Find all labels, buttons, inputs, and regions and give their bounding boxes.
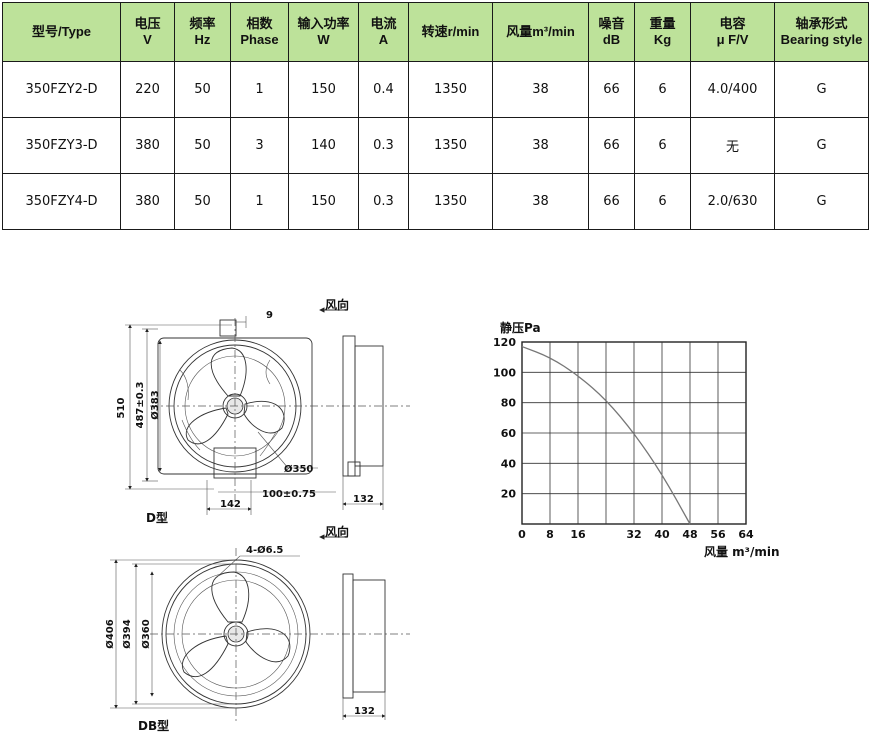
dim-406: Ø406	[104, 619, 116, 648]
chart-y-tick-label: 20	[501, 488, 517, 501]
header-input-power: 输入功率 W	[288, 2, 359, 62]
technical-drawings: 510 487±0.3 Ø383 9 Ø350 100±0.75 142 D型 …	[104, 297, 779, 733]
header-weight: 重量 Kg	[634, 2, 691, 62]
cell-current: 0.3	[358, 173, 409, 230]
cell-type: 350FZY4-D	[2, 173, 121, 230]
cell-phase: 3	[230, 117, 289, 174]
header-frequency: 频率 Hz	[174, 2, 231, 62]
cell-capacitor: 2.0/630	[690, 173, 775, 230]
dim-360: Ø360	[140, 619, 152, 648]
cell-input-power: 140	[288, 117, 359, 174]
d-type-dimensions: 510 487±0.3 Ø383 9 Ø350 100±0.75 142 D型	[116, 310, 336, 525]
cell-weight: 6	[634, 61, 691, 118]
cell-bearing: G	[774, 117, 869, 174]
dim-142: 142	[220, 499, 241, 510]
cell-type: 350FZY3-D	[2, 117, 121, 174]
cell-weight: 6	[634, 173, 691, 230]
chart-x-tick-label: 32	[626, 528, 641, 541]
header-current: 电流 A	[358, 2, 409, 62]
d-airflow-label: 风向	[325, 297, 349, 312]
dim-383: Ø383	[149, 390, 161, 419]
cell-bearing: G	[774, 173, 869, 230]
cell-voltage: 220	[120, 61, 175, 118]
chart-y-tick-label: 40	[501, 457, 517, 470]
chart-ticks: 0 8 16 32 40 48 56 64 20 40 60 80 100 120	[493, 336, 754, 541]
chart-x-tick-label: 64	[738, 528, 754, 541]
d-type-front-view	[150, 318, 410, 500]
dim-100: 100±0.75	[262, 489, 316, 500]
header-phase: 相数 Phase	[230, 2, 289, 62]
cell-airflow: 38	[492, 173, 589, 230]
dim-132-db: 132	[354, 706, 375, 717]
chart-x-tick-label: 0	[518, 528, 526, 541]
chart-x-tick-label: 16	[570, 528, 586, 541]
chart-ylabel: 静压Pa	[500, 320, 541, 335]
cell-airflow: 38	[492, 61, 589, 118]
chart-y-tick-label: 60	[501, 427, 517, 440]
chart-x-tick-label: 8	[546, 528, 554, 541]
cell-voltage: 380	[120, 117, 175, 174]
dim-350: Ø350	[284, 463, 313, 475]
cell-bearing: G	[774, 61, 869, 118]
cell-capacitor: 无	[690, 117, 775, 174]
spec-table: 型号/Type 电压 V 频率 Hz 相数 Phase 输入功率 W 电流 A …	[2, 2, 869, 230]
cell-current: 0.4	[358, 61, 409, 118]
table-row: 350FZY3-D 380 50 3 140 0.3 1350 38 66 6 …	[2, 117, 869, 174]
dim-132-d: 132	[353, 494, 374, 505]
cell-frequency: 50	[174, 117, 231, 174]
cell-current: 0.3	[358, 117, 409, 174]
chart-x-tick-label: 56	[710, 528, 726, 541]
chart-x-tick-label: 40	[654, 528, 670, 541]
d-type-label: D型	[146, 510, 168, 525]
cell-phase: 1	[230, 61, 289, 118]
cell-input-power: 150	[288, 173, 359, 230]
table-row: 350FZY4-D 380 50 1 150 0.3 1350 38 66 6 …	[2, 173, 869, 230]
header-noise: 噪音 dB	[588, 2, 635, 62]
db-airflow-label: 风向	[325, 524, 349, 539]
chart-xlabel: 风量 m³/min	[704, 545, 779, 559]
table-row: 350FZY2-D 220 50 1 150 0.4 1350 38 66 6 …	[2, 61, 869, 118]
dim-9: 9	[266, 310, 273, 321]
chart-series	[521, 345, 691, 525]
db-type-side-view: 132 风向	[319, 524, 386, 720]
cell-type: 350FZY2-D	[2, 61, 121, 118]
cell-noise: 66	[588, 173, 635, 230]
db-type-label: DB型	[138, 718, 169, 733]
dim-394: Ø394	[121, 619, 133, 648]
header-type: 型号/Type	[2, 2, 121, 62]
cell-frequency: 50	[174, 61, 231, 118]
db-type-dimensions: Ø406 Ø394 Ø360 4-Ø6.5 DB型	[104, 544, 300, 733]
dim-510: 510	[116, 398, 127, 419]
chart-y-tick-label: 120	[493, 336, 516, 349]
header-bearing: 轴承形式 Bearing style	[774, 2, 869, 62]
header-capacitor: 电容 μ F/V	[690, 2, 775, 62]
d-type-side-view: 132 风向	[319, 297, 384, 510]
cell-speed: 1350	[408, 117, 493, 174]
chart-y-tick-label: 100	[493, 366, 516, 379]
chart-x-tick-label: 48	[682, 528, 697, 541]
cell-capacitor: 4.0/400	[690, 61, 775, 118]
cell-voltage: 380	[120, 173, 175, 230]
header-voltage: 电压 V	[120, 2, 175, 62]
cell-speed: 1350	[408, 61, 493, 118]
header-airflow: 风量m³/min	[492, 2, 589, 62]
dim-holes: 4-Ø6.5	[246, 544, 283, 556]
cell-frequency: 50	[174, 173, 231, 230]
cell-noise: 66	[588, 117, 635, 174]
cell-noise: 66	[588, 61, 635, 118]
cell-weight: 6	[634, 117, 691, 174]
chart-y-tick-label: 80	[501, 397, 517, 410]
table-header-row: 型号/Type 电压 V 频率 Hz 相数 Phase 输入功率 W 电流 A …	[2, 2, 869, 62]
performance-chart: 静压Pa 风量 m³/min 0 8 16 32 40 48 56 64 20 40 60 80 100…	[493, 320, 779, 559]
cell-input-power: 150	[288, 61, 359, 118]
cell-airflow: 38	[492, 117, 589, 174]
header-speed: 转速r/min	[408, 2, 493, 62]
dim-487: 487±0.3	[135, 381, 146, 428]
cell-speed: 1350	[408, 173, 493, 230]
chart-series-line	[521, 345, 691, 525]
cell-phase: 1	[230, 173, 289, 230]
db-type-front-view	[150, 548, 410, 722]
